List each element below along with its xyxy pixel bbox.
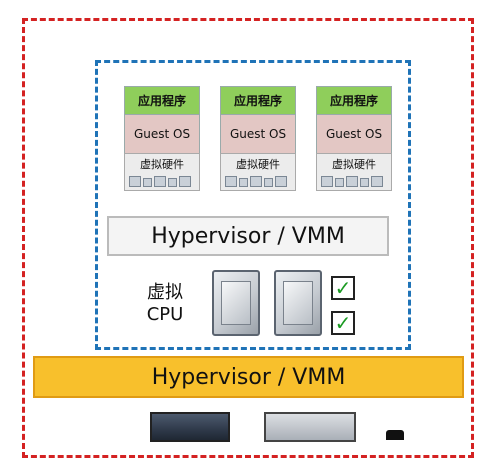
- vm-guest-os-layer: Guest OS: [220, 115, 296, 153]
- vm-virtual-hardware-label: 虚拟硬件: [236, 158, 280, 171]
- vm-application-layer: 应用程序: [220, 86, 296, 115]
- check-mark-icon: ✓: [331, 311, 355, 335]
- vm-stack-1: 应用程序 Guest OS 虚拟硬件: [124, 86, 200, 191]
- vm-guest-os-layer: Guest OS: [316, 115, 392, 153]
- vm-virtual-hardware-layer: 虚拟硬件: [124, 153, 200, 191]
- inner-hypervisor-layer: Hypervisor / VMM: [107, 216, 389, 256]
- hardware-icon: [129, 176, 141, 187]
- hardware-icon: [360, 178, 369, 187]
- hardware-icon: [321, 176, 333, 187]
- virtual-cpu-label-line2: CPU: [146, 304, 184, 325]
- vm-application-layer: 应用程序: [316, 86, 392, 115]
- vm-application-layer: 应用程序: [124, 86, 200, 115]
- hardware-icon: [225, 176, 237, 187]
- hardware-icon: [371, 176, 383, 187]
- hardware-icon: [168, 178, 177, 187]
- vm-virtual-hardware-label: 虚拟硬件: [332, 158, 376, 171]
- virtual-cpu-label: 虚拟 CPU: [140, 282, 190, 326]
- cpu-chip-icon: [212, 270, 260, 336]
- hardware-icon: [143, 178, 152, 187]
- vm-virtual-hardware-layer: 虚拟硬件: [220, 153, 296, 191]
- vm-virtual-hardware-layer: 虚拟硬件: [316, 153, 392, 191]
- physical-cpu-chip-icon: [150, 412, 230, 442]
- hardware-icon: [239, 178, 248, 187]
- outer-hypervisor-layer: Hypervisor / VMM: [33, 356, 464, 398]
- hardware-icon: [179, 176, 191, 187]
- physical-component-icon: [386, 430, 404, 440]
- virtual-cpu-label-line1: 虚拟: [147, 282, 183, 303]
- hardware-icon: [275, 176, 287, 187]
- cpu-chip-icon: [274, 270, 322, 336]
- vm-stack-2: 应用程序 Guest OS 虚拟硬件: [220, 86, 296, 191]
- check-mark-icon: ✓: [331, 276, 355, 300]
- vm-stack-3: 应用程序 Guest OS 虚拟硬件: [316, 86, 392, 191]
- vm-guest-os-layer: Guest OS: [124, 115, 200, 153]
- hardware-icon: [346, 176, 358, 187]
- guest-hypervisor-boundary: [95, 60, 411, 350]
- hardware-icon: [264, 178, 273, 187]
- hardware-icon: [250, 176, 262, 187]
- physical-cpu-chip-icon: [264, 412, 356, 442]
- vm-virtual-hardware-label: 虚拟硬件: [140, 158, 184, 171]
- hardware-icon: [335, 178, 344, 187]
- hardware-icon: [154, 176, 166, 187]
